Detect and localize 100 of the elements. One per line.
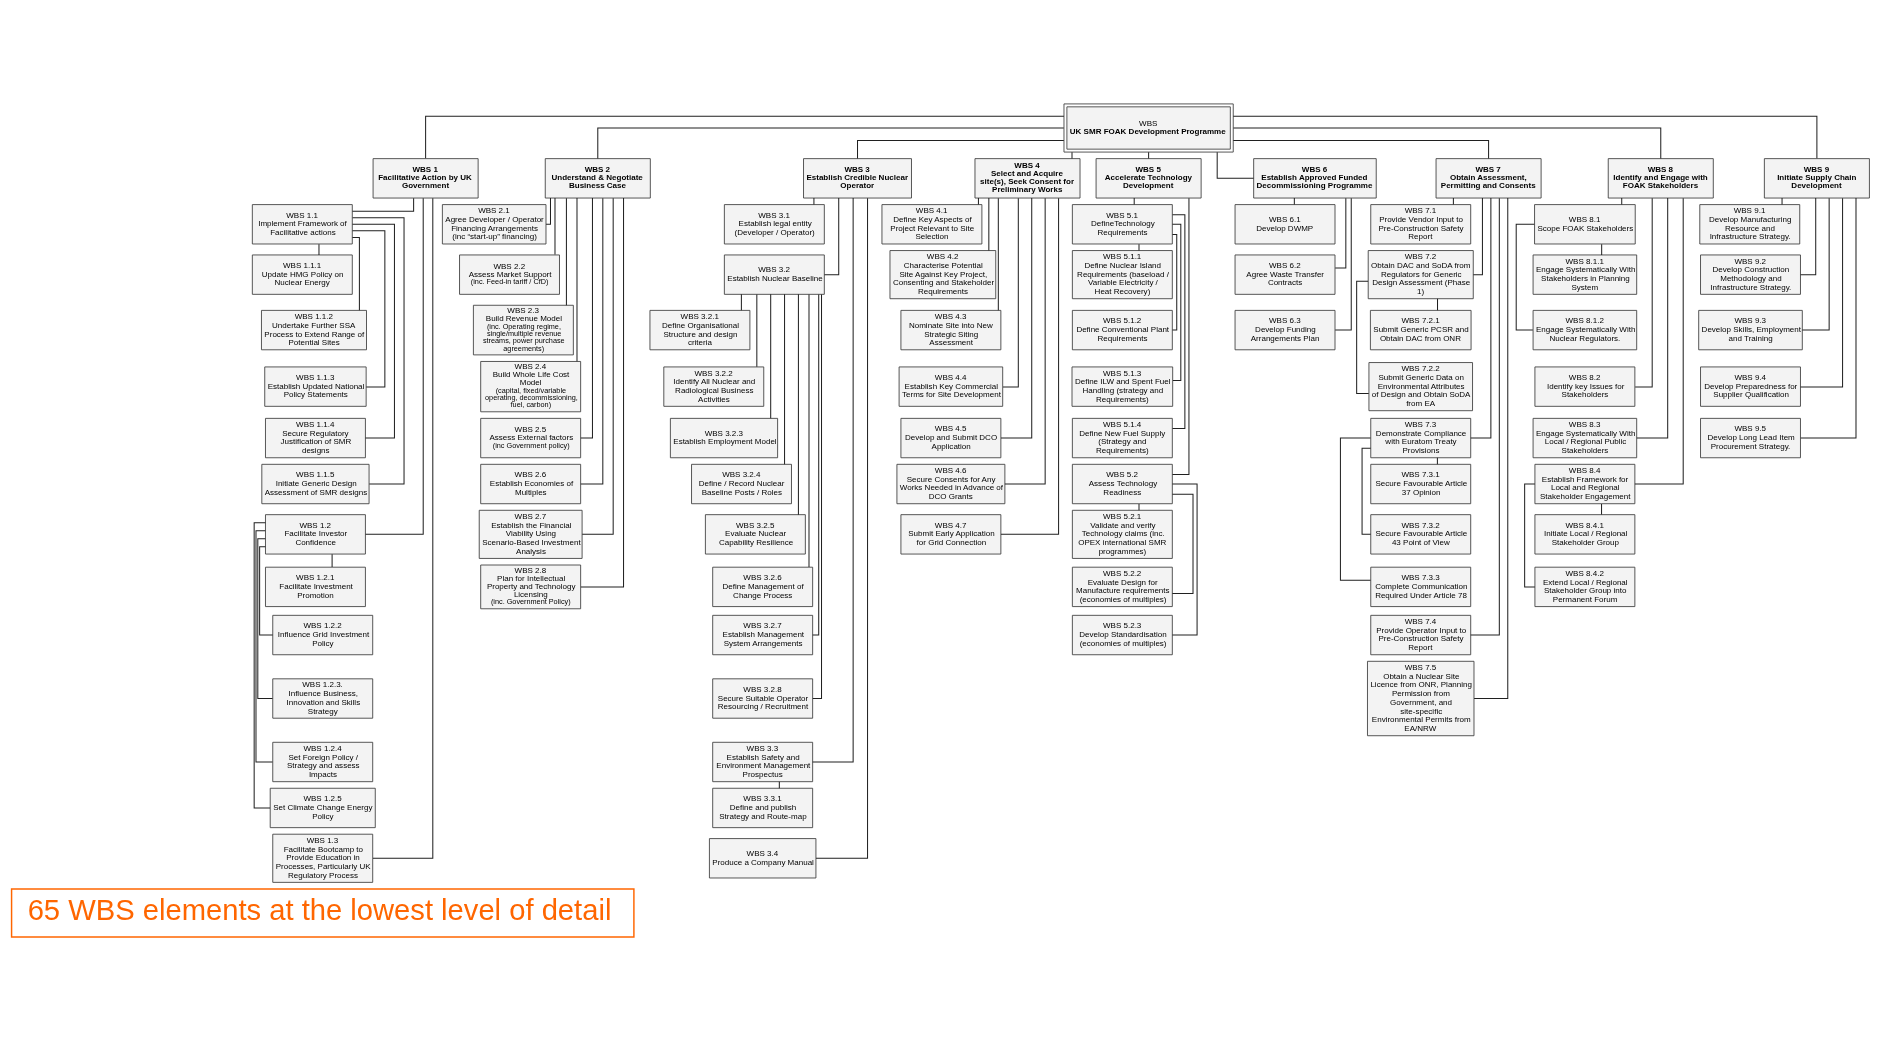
connector (545, 197, 551, 225)
node-box: WBS 2.8 Plan for Intellectual Property and Technology Licensing (inc. Government Policy) (480, 564, 582, 610)
node-box: WBS 2.1 Agree Developer / Operator Financing Arrangements (inc “start-up” financing) (441, 204, 547, 245)
node-box: WBS 3.4 Produce a Company Manual (708, 838, 817, 879)
node-box: WBS 8.4.2 Extend Local / Regional Stakeholder Group into Permanent Forum (1534, 566, 1636, 608)
node-box: WBS 6.3 Develop Funding Arrangements Plan (1234, 309, 1336, 351)
node-box: WBS 3.2.5 Evaluate Nuclear Capability Resilience (704, 514, 806, 555)
node-box: WBS 6.1 Develop DWMP (1234, 204, 1336, 245)
connector (1334, 197, 1347, 269)
connector (1621, 197, 1623, 206)
connector (797, 293, 799, 516)
connector (1636, 197, 1669, 439)
node-box: WBS 2 Understand & Negotiate Business Case (544, 158, 651, 199)
node-box: WBS 4.2 Characterise Potential Site Against Key Project, Consenting and Stakeholder Requirements (889, 250, 997, 300)
node-box: WBS 8.1.2 Engage Systematically With Nuclear Regulators. (1532, 309, 1638, 351)
connector (255, 530, 273, 763)
node-box: WBS 1.1.3 Establish Updated National Policy Statements (264, 366, 367, 407)
node-box: WBS 5.1.1 Define Nuclear Island Requirements (baseload / Variable Electricity / Heat Recovery) (1071, 250, 1173, 300)
connector (1634, 197, 1684, 485)
connector (352, 217, 405, 485)
connector (1472, 197, 1483, 276)
node-box: 65 WBS elements at the lowest level of detail (10, 888, 635, 938)
connector (331, 553, 333, 568)
connector (1800, 197, 1817, 276)
node-box: WBS 5.1.3 Define ILW and Spent Fuel Handling (strategy and Requirements) (1071, 366, 1174, 407)
connector (1634, 197, 1653, 388)
node-box: WBS 1.2 Facilitate Investor Confidence (265, 514, 366, 555)
node-box: WBS 6 Establish Approved Funded Decommissioning Programme (1253, 158, 1377, 199)
connector (1293, 197, 1295, 206)
connector (580, 197, 625, 588)
node-box: WBS 7.1 Provide Vendor Input to Pre-Construction Safety Report (1370, 204, 1472, 245)
connector (1000, 197, 1033, 439)
connector (351, 197, 415, 212)
node-box: WBS 2.6 Establish Economies of Multiples (480, 463, 582, 505)
node-box: WBS 2.2 Assess Market Support (inc. Feed-in tariff / CfD) (459, 254, 560, 295)
node-box: WBS 5.2.3 Develop Standardisation (economies of multiples) (1071, 614, 1173, 656)
node-box: WBS 5.2 Assess Technology Readiness (1071, 463, 1173, 505)
node-box: WBS 7.2 Obtain DAC and SoDA from Regulators for Generic Design Assessment (Phase 1) (1367, 250, 1474, 300)
connector (1524, 483, 1536, 588)
connector (1601, 243, 1603, 256)
connector (580, 197, 604, 485)
connector (318, 243, 320, 256)
node-box: WBS 5.1 DefineTechnology Requirements (1071, 204, 1173, 245)
connector (1171, 234, 1178, 331)
connector (812, 294, 820, 636)
node-box: WBS 5.1.4 Define New Fuel Supply (Strategy and Requirements) (1071, 417, 1173, 459)
node-box: WBS 7.5 Obtain a Nuclear Site Licence from ONR, Planning Permission from Government, and site-specific Environmental Permits from EA/NRW (1367, 660, 1475, 737)
connector (808, 293, 810, 568)
connector (554, 197, 556, 256)
connector (1232, 139, 1490, 159)
node-box: WBS 2.7 Establish the Financial Viability Using Scenario-Based Investment Analysis (478, 509, 583, 559)
node-box: WBS 9.1 Develop Manufacturing Resource and Infrastructure Strategy. (1699, 204, 1801, 245)
node-box: WBS 8.2 Identify key Issues for Stakeholders (1534, 366, 1636, 407)
node-box: WBS 1.2.4 Set Foreign Policy / Strategy and assess Impacts (272, 741, 374, 783)
node-box: WBS 3.1 Establish legal entity (Developer / Operator) (723, 204, 825, 245)
node-box: WBS 7.4 Provide Operator Input to Pre-Construction Safety Report (1370, 614, 1472, 656)
node-box: WBS 3.2.6 Define Management of Change Process (712, 566, 814, 608)
node-box: WBS 8.1.1 Engage Systematically With Stakeholders in Planning System (1532, 254, 1638, 295)
connector (365, 197, 424, 535)
connector (1171, 483, 1198, 636)
node-box: WBS 1.1.1 Update HMG Policy on Nuclear Energy (251, 254, 353, 295)
node-box: WBS 1.2.3. Influence Business, Innovation and Skills Strategy (272, 678, 374, 719)
node-box: WBS 4.3 Nominate Site into New Strategic Siting Assessment (900, 309, 1002, 351)
node-box: WBS 1.1.2 Undertake Further SSA Process to Extend Range of Potential Sites (261, 309, 367, 351)
connector (1334, 197, 1352, 331)
node-box: WBS 3.2.1 Define Organisational Structure and design criteria (649, 309, 751, 351)
connector (1171, 493, 1194, 594)
node-box: WBS 4.1 Define Key Aspects of Project Relevant to Site Selection (881, 204, 983, 245)
connector (1171, 223, 1182, 381)
node-box: WBS 7.3 Demonstrate Compliance with Euratom Treaty Provisions (1370, 417, 1472, 459)
connector (1781, 197, 1783, 206)
node-box: WBS 8 Identify and Engage with FOAK Stakeholders (1607, 158, 1714, 199)
connector (1133, 197, 1135, 206)
node-box: WBS 1.2.5 Set Climate Change Energy Policy (269, 787, 376, 829)
node-box: WBS 3.2.2 Identify All Nuclear and Radiological Business Activities (663, 366, 765, 407)
node-box: WBS 5.2.2 Evaluate Design for Manufacture requirements (economies of multiples) (1071, 566, 1173, 608)
node-box: WBS 1.1 Implement Framework of Facilitative actions (251, 204, 353, 245)
node-box: WBS 2.5 Assess External factors (inc Government policy) (480, 417, 582, 459)
connector (770, 293, 772, 419)
connector (812, 294, 823, 699)
connector (1216, 151, 1255, 179)
node-box: WBS 3 Establish Credible Nuclear Operator (803, 158, 912, 199)
connector (1800, 197, 1844, 388)
node-box: WBS 7.3.3 Complete Communication Required Under Article 78 (1370, 566, 1472, 608)
node-box: WBS 6.2 Agree Waste Transfer Contracts (1234, 254, 1336, 295)
node-box: WBS 7 Obtain Assessment, Permitting and Consents (1435, 158, 1542, 199)
connector (351, 236, 360, 311)
node-box: WBS 9.5 Develop Long Lead Item Procurement Strategy. (1700, 417, 1801, 459)
connector (1002, 197, 1019, 388)
connector (815, 197, 869, 859)
node-box: WBS 8.3 Engage Systematically With Local / Regional Public Stakeholders (1532, 417, 1638, 459)
connector (1071, 151, 1073, 160)
node-box: WBS 7.3.2 Secure Favourable Article 43 Point of View (1370, 514, 1472, 555)
connector (1473, 197, 1509, 699)
node-box: WBS 4.7 Submit Early Application for Grid Connection (900, 514, 1002, 555)
node-box: WBS 8.4.1 Initiate Local / Regional Stakeholder Group (1534, 514, 1636, 555)
node-box: WBS 9 Initiate Supply Chain Development (1763, 158, 1870, 199)
node-box: WBS 1.2.2 Influence Grid Investment Policy (272, 614, 374, 656)
connector (351, 230, 386, 388)
connector (784, 293, 786, 465)
